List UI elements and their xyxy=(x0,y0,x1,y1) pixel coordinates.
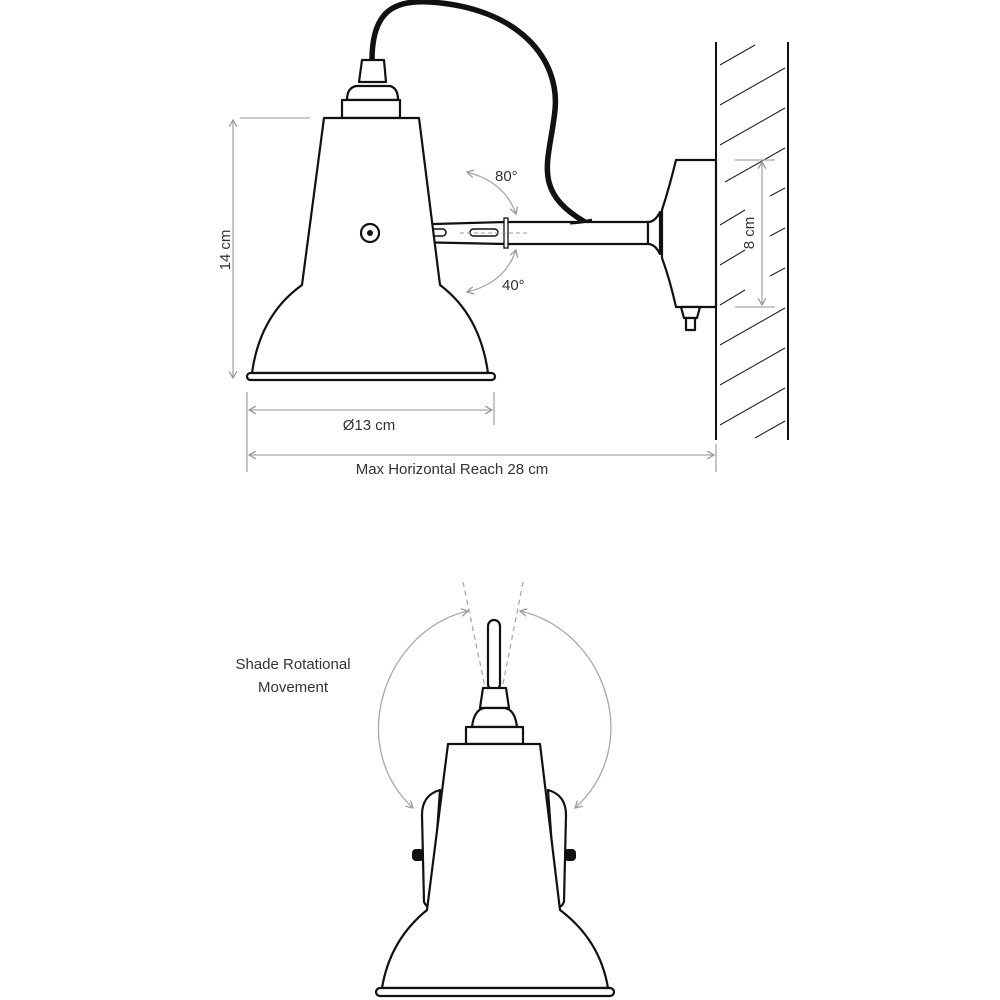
diameter-dimension: Ø13 cm xyxy=(246,392,495,472)
rotation-label-line1: Shade Rotational xyxy=(235,656,350,673)
tilt-down-indicator: 40° xyxy=(467,250,525,294)
tilt-up-label: 80° xyxy=(495,168,518,185)
diameter-label: Ø13 cm xyxy=(343,417,396,434)
shade-front xyxy=(374,618,616,998)
backplate-label: 8 cm xyxy=(741,217,758,250)
reach-label: Max Horizontal Reach 28 cm xyxy=(356,461,549,478)
rotation-indicator: Shade Rotational Movement xyxy=(235,581,612,808)
wall-mount xyxy=(660,158,718,332)
wall xyxy=(715,42,789,440)
left-pivot-knob xyxy=(412,849,424,861)
wall-hatching xyxy=(719,44,786,439)
shade-side xyxy=(245,58,497,382)
right-pivot-knob xyxy=(564,849,576,861)
tilt-up-indicator: 80° xyxy=(467,168,518,214)
reach-dimension: Max Horizontal Reach 28 cm xyxy=(249,444,717,478)
backplate-dimension: 8 cm xyxy=(735,159,775,308)
height-dimension: 14 cm xyxy=(217,117,310,378)
height-label: 14 cm xyxy=(217,230,234,271)
cable xyxy=(369,0,588,225)
rotation-label-line2: Movement xyxy=(258,679,329,696)
tilt-down-label: 40° xyxy=(502,277,525,294)
